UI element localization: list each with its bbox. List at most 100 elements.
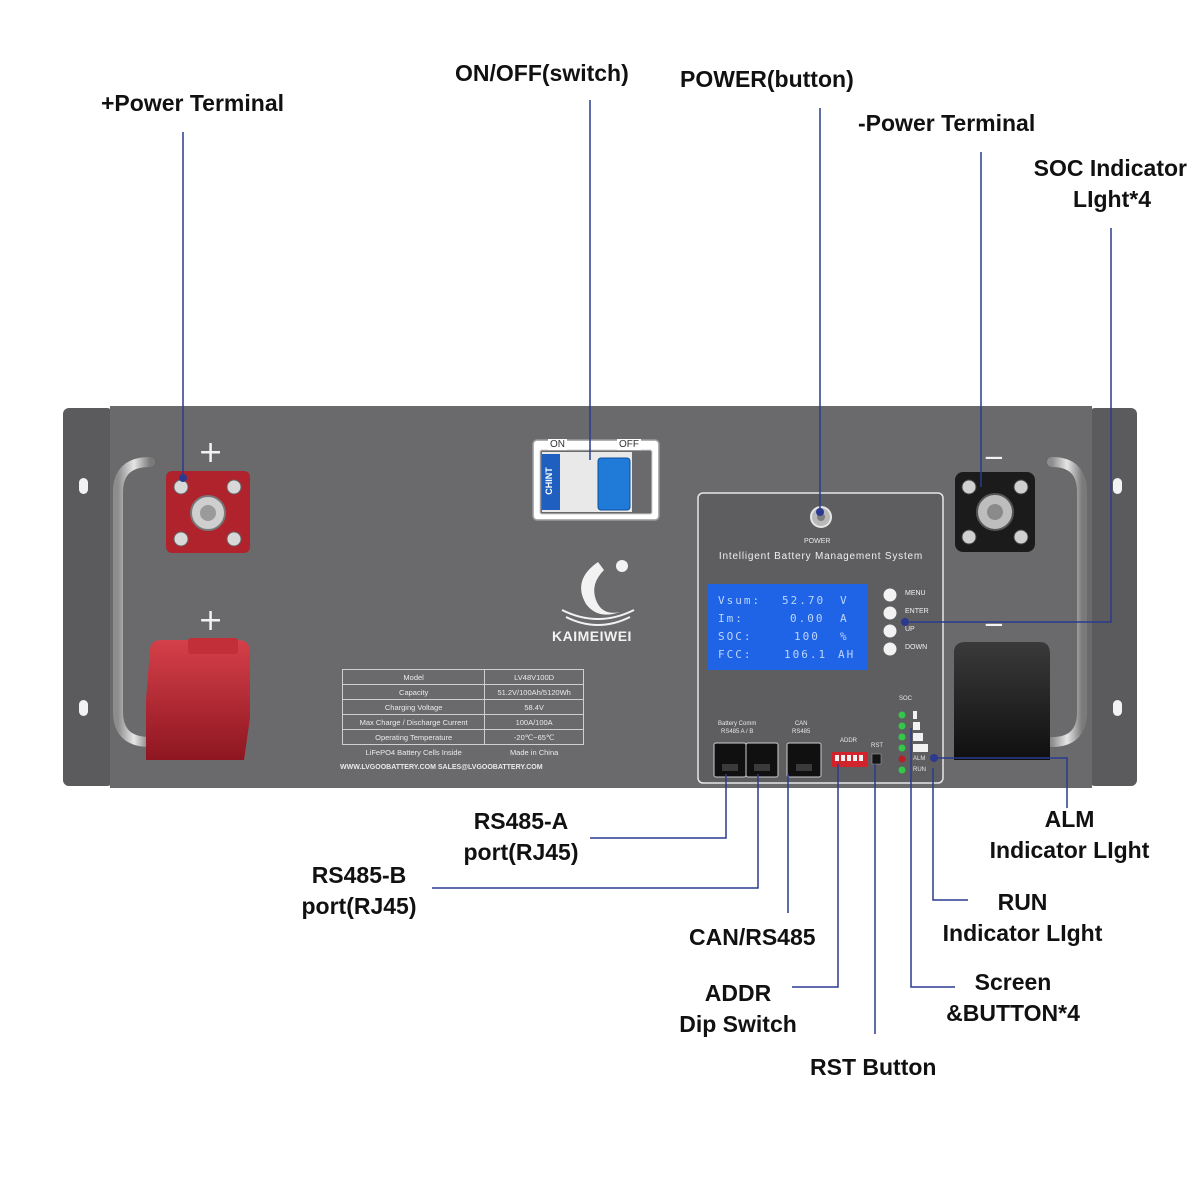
up-button[interactable] xyxy=(883,624,897,638)
leader-dot xyxy=(901,618,909,626)
breaker-toggle[interactable] xyxy=(597,457,631,511)
plus-sign-bottom: + xyxy=(198,603,224,638)
lcd-unit: % xyxy=(840,630,849,643)
mount-hole xyxy=(79,700,88,716)
enter-button[interactable] xyxy=(883,606,897,620)
label-addr-dip: ADDR Dip Switch xyxy=(664,978,812,1040)
alm-label: ALM xyxy=(913,756,926,762)
soc-led-3 xyxy=(898,733,906,741)
soc-led-1 xyxy=(898,711,906,719)
rst-label: RST xyxy=(871,743,883,749)
minus-sign-top: − xyxy=(983,443,1005,473)
plus-sign-top: + xyxy=(198,435,224,470)
positive-cable-cap-top xyxy=(188,638,238,654)
label-screen-buttons: Screen &BUTTON*4 xyxy=(928,967,1098,1029)
port-latch xyxy=(796,764,812,771)
lcd-row-vsum: Vsum: 52.70 V xyxy=(718,594,860,610)
rack-ear-left xyxy=(63,408,113,786)
mount-hole xyxy=(1113,700,1122,716)
leader-rs485a xyxy=(590,774,727,839)
spec-value: Made in China xyxy=(509,747,559,757)
label-alm-line: ALM xyxy=(1044,806,1095,832)
lcd-value: 100 xyxy=(794,630,820,643)
run-led xyxy=(898,766,906,774)
lcd-value: 106.1 xyxy=(784,648,828,661)
alm-led xyxy=(898,755,906,763)
up-button-label: UP xyxy=(905,626,915,633)
label-pos-terminal: +Power Terminal xyxy=(101,90,285,116)
rs485-port-label-line: RS485 A / B xyxy=(720,729,754,735)
brand-logo-waves xyxy=(561,609,635,626)
label-rs485a: RS485-A port(RJ45) xyxy=(446,806,596,868)
bolt-icon xyxy=(173,531,189,547)
lcd-unit: AH xyxy=(838,648,856,661)
brand-name: KAIMEIWEI xyxy=(552,628,632,644)
bolt-icon xyxy=(961,529,977,545)
lcd-unit: A xyxy=(840,612,849,625)
leader-addr xyxy=(792,764,839,988)
dip-switch-keys xyxy=(835,755,863,761)
label-addr-dip-line: Dip Switch xyxy=(679,1011,797,1037)
rst-button[interactable] xyxy=(871,753,882,765)
addr-label: ADDR xyxy=(840,738,858,744)
leader-dot xyxy=(816,508,824,516)
menu-button-label: MENU xyxy=(905,590,926,597)
label-rst-button: RST Button xyxy=(810,1054,937,1080)
can-rs485-port[interactable] xyxy=(786,742,822,778)
can-port-label-line: CAN xyxy=(794,721,808,727)
soc-led-4 xyxy=(898,744,906,752)
can-port-label-line: RS485 xyxy=(792,729,811,735)
website-text: WWW.LVGOOBATTERY.COM SALES@LVGOOBATTERY.… xyxy=(340,764,543,771)
port-latch xyxy=(722,764,738,771)
label-addr-dip-line: ADDR xyxy=(704,980,772,1006)
lcd-screen: Vsum: 52.70 V Im: 0.00 A SOC: 100 % FCC:… xyxy=(708,584,868,670)
breaker-off-label: OFF xyxy=(617,439,641,450)
power-label: POWER xyxy=(804,538,831,545)
breaker-label xyxy=(542,454,560,510)
soc-led-2 xyxy=(898,722,906,730)
menu-button[interactable] xyxy=(883,588,897,602)
bolt-icon xyxy=(226,479,242,495)
label-rs485a-line: RS485-A xyxy=(473,808,569,834)
mount-hole xyxy=(1113,478,1122,494)
label-rs485b-line: port(RJ45) xyxy=(301,893,417,919)
rs485-port-label: Battery Comm RS485 A / B xyxy=(718,720,756,736)
lcd-value: 52.70 xyxy=(782,594,826,607)
mount-hole xyxy=(79,478,88,494)
label-rs485b-line: RS485-B xyxy=(311,862,407,888)
leader-dot xyxy=(179,474,187,482)
down-button[interactable] xyxy=(883,642,897,656)
lcd-row-im: Im: 0.00 A xyxy=(718,612,860,628)
lcd-value: 0.00 xyxy=(790,612,825,625)
port-latch xyxy=(754,764,770,771)
label-alm-line: Indicator LIght xyxy=(989,837,1150,863)
minus-sign-bottom: − xyxy=(983,610,1005,640)
spec-row: LiFePO4 Battery Cells Inside Made in Chin… xyxy=(343,745,584,760)
leader-dot xyxy=(930,754,938,762)
label-soc-indicator-line: SOC Indicator xyxy=(1033,155,1187,181)
spec-key: Operating Temperature xyxy=(341,729,486,745)
soc-bar-3 xyxy=(913,733,923,741)
terminal-stud-screw xyxy=(200,505,216,521)
negative-cable-cap xyxy=(954,642,1050,760)
label-alm: ALM Indicator LIght xyxy=(972,804,1167,866)
rack-ear-right xyxy=(1089,408,1137,786)
leader-soc-indicator xyxy=(905,228,1112,623)
enter-button-label: ENTER xyxy=(905,608,929,615)
bolt-icon xyxy=(1013,479,1029,495)
handle-right xyxy=(1047,457,1087,747)
spec-key: LiFePO4 Battery Cells Inside xyxy=(365,747,462,757)
handle-left xyxy=(113,457,155,747)
lcd-label: Vsum: xyxy=(718,594,762,607)
label-can-rs485: CAN/RS485 xyxy=(689,924,816,950)
leader-rs485b xyxy=(432,774,759,889)
lcd-unit: V xyxy=(840,594,849,607)
run-label: RUN xyxy=(913,767,926,773)
down-button-label: DOWN xyxy=(905,644,928,651)
label-screen-buttons-line: Screen xyxy=(974,969,1052,995)
